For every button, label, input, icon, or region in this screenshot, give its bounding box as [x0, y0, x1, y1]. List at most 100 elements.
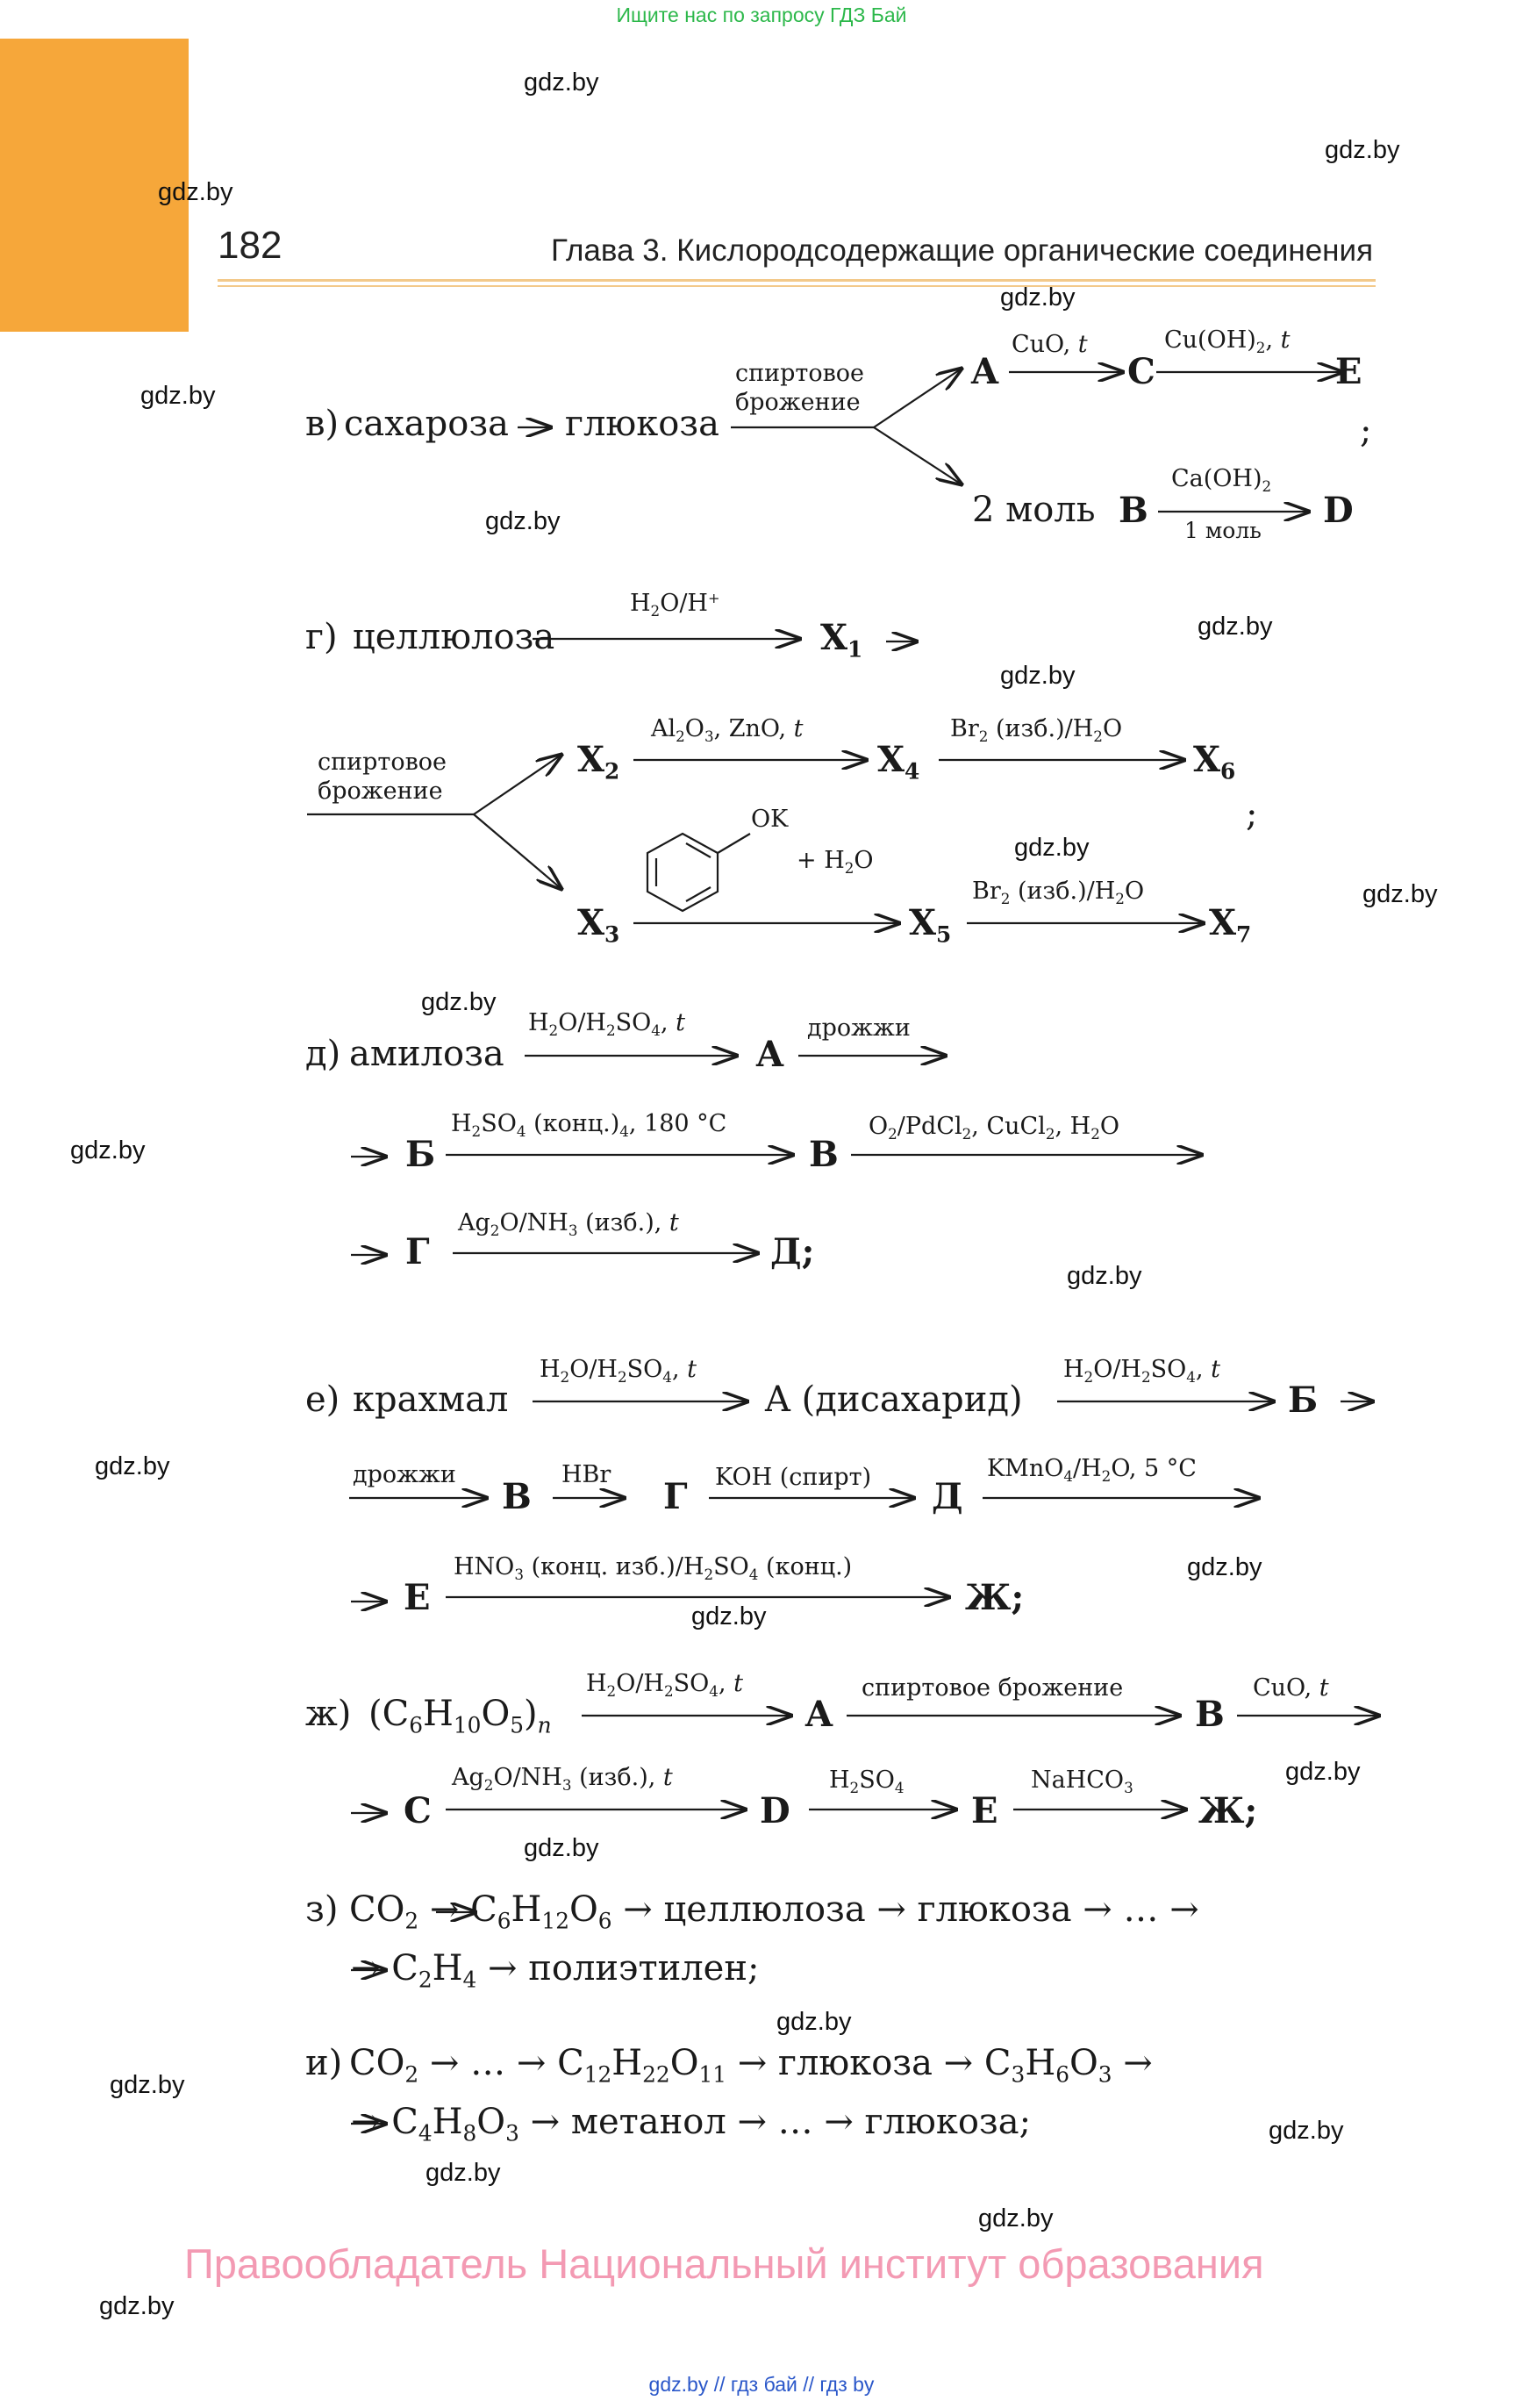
part-d-cond1: H2O/H2SO4, t — [528, 1009, 685, 1039]
part-d-cond4: Ag2O/NH3 (изб.), t — [458, 1209, 679, 1239]
part-zh-start: (C6H10O5)n — [368, 1694, 552, 1738]
part-g-X4: X4 — [877, 739, 920, 785]
part-g-X3: X3 — [577, 902, 620, 948]
part-e-hno3: HNO3 (конц. изб.)/H2SO4 (конц.) — [454, 1553, 853, 1583]
part-i-label: и) — [305, 2043, 343, 2083]
part-i-line1: CO2 → … → C12H22O11 → глюкоза → C3H6O3 → — [349, 2043, 1153, 2088]
part-v-one-mol: 1 моль — [1184, 518, 1262, 543]
watermark: gdz.by — [524, 68, 599, 97]
part-zh-D: D — [760, 1790, 790, 1831]
part-zh-cond1: H2O/H2SO4, t — [586, 1670, 743, 1700]
part-g-ok: OK — [751, 806, 789, 833]
watermark: gdz.by — [1198, 613, 1273, 641]
part-g-br2-top: Br2 (изб.)/H2O — [950, 715, 1123, 745]
part-zh-cuo: CuO, t — [1253, 1674, 1329, 1702]
part-g-h2o: + H2O — [797, 847, 874, 877]
part-g-start: целлюлоза — [353, 617, 555, 657]
watermark: gdz.by — [691, 1602, 767, 1630]
part-zh-h2so4: H2SO4 — [829, 1767, 905, 1796]
part-e-cond2: H2O/H2SO4, t — [1063, 1356, 1220, 1386]
bottom-links[interactable]: gdz.by // гдз бай // гдз by — [648, 2373, 875, 2396]
part-v-caoh2: Ca(OH)2 — [1171, 465, 1272, 495]
watermark: gdz.by — [99, 2292, 175, 2320]
part-d-G: Г — [405, 1231, 430, 1272]
part-zh-cond2: Ag2O/NH3 (изб.), t — [452, 1764, 673, 1794]
watermark: gdz.by — [1014, 834, 1090, 862]
part-g-X2: X2 — [577, 739, 620, 785]
part-d-start: амилоза — [349, 1034, 504, 1074]
watermark: gdz.by — [158, 178, 233, 206]
part-e-yeast: дрожжи — [353, 1461, 456, 1488]
watermark: gdz.by — [776, 2008, 852, 2036]
part-e-hbr: HBr — [561, 1461, 611, 1488]
part-e-start: крахмал — [353, 1380, 509, 1420]
part-v-B: B — [1119, 490, 1148, 531]
part-d-cond2: H2SO4 (конц.)4, 180 °C — [451, 1110, 727, 1140]
part-zh-label: ж) — [305, 1694, 352, 1734]
part-e-label: е) — [305, 1380, 340, 1420]
part-zh-ferm: спиртовое брожение — [862, 1674, 1124, 1702]
part-v-cuoh2: Cu(OH)2, t — [1164, 326, 1291, 356]
part-zh-E: E — [971, 1790, 998, 1831]
part-g-br2-bottom: Br2 (изб.)/H2O — [972, 878, 1145, 907]
watermark: gdz.by — [425, 2159, 501, 2187]
part-e-cond1: H2O/H2SO4, t — [540, 1356, 697, 1386]
watermark: gdz.by — [978, 2204, 1054, 2232]
part-g-X6: X6 — [1193, 739, 1236, 785]
part-g-cond: H2O/H+ — [630, 590, 720, 620]
orange-tab — [0, 39, 189, 332]
part-z-line2: → C2H4 → полиэтилен; — [351, 1948, 760, 1993]
part-g-X1: X1 — [820, 617, 863, 663]
watermark: gdz.by — [95, 1452, 170, 1480]
header-rule-1 — [218, 279, 1376, 282]
watermark: gdz.by — [1000, 662, 1076, 690]
part-v-glucose: глюкоза — [565, 404, 719, 444]
part-zh-A: A — [805, 1694, 833, 1735]
part-d-label: д) — [305, 1034, 341, 1074]
part-g-ferm1: спиртовое — [318, 749, 447, 776]
part-zh-B: B — [1195, 1694, 1225, 1735]
part-v-C: C — [1127, 351, 1155, 392]
part-d-B: Б — [405, 1134, 436, 1175]
header-rule-2 — [218, 285, 1376, 287]
part-e-Zh: Ж; — [965, 1577, 1025, 1618]
part-v-A: A — [971, 351, 999, 392]
watermark: gdz.by — [1325, 136, 1400, 164]
part-i-line2: → C4H8O3 → метанол → … → глюкоза; — [351, 2102, 1032, 2146]
part-g-ferm2: брожение — [318, 778, 443, 805]
part-g-X5: X5 — [909, 902, 952, 948]
part-g-X7: X7 — [1209, 902, 1252, 948]
watermark: gdz.by — [1000, 283, 1076, 312]
part-e-V: В — [502, 1476, 532, 1517]
part-v-cond2: брожение — [735, 389, 861, 416]
part-e-E: E — [404, 1577, 431, 1618]
part-v-start: сахароза — [344, 404, 510, 444]
watermark: gdz.by — [421, 988, 497, 1016]
benzene-ring — [646, 832, 751, 913]
page-number: 182 — [218, 224, 282, 267]
part-d-cond3: O2/PdCl2, CuCl2, H2O — [869, 1113, 1119, 1143]
watermark: gdz.by — [140, 382, 216, 410]
copyright-notice: Правообладатель Национальный институт об… — [184, 2240, 1264, 2287]
part-g-label: г) — [305, 617, 338, 657]
part-d-A: A — [756, 1034, 784, 1075]
part-d-V: В — [809, 1134, 839, 1175]
watermark: gdz.by — [1187, 1553, 1262, 1581]
top-banner[interactable]: Ищите нас по запросу ГДЗ Бай — [616, 4, 907, 26]
part-d-yeast: дрожжи — [807, 1014, 911, 1042]
watermark: gdz.by — [70, 1136, 146, 1165]
watermark: gdz.by — [524, 1834, 599, 1862]
part-v-semicolon: ; — [1360, 411, 1372, 451]
watermark: gdz.by — [110, 2071, 185, 2099]
part-e-koh: KOH (спирт) — [715, 1464, 872, 1491]
watermark: gdz.by — [1285, 1758, 1361, 1786]
watermark: gdz.by — [1067, 1262, 1142, 1290]
watermark: gdz.by — [485, 507, 561, 535]
part-e-kmno4: KMnO4/H2O, 5 °C — [987, 1455, 1197, 1485]
part-z-line1: CO2 → C6H12O6 → целлюлоза → глюкоза → … … — [349, 1889, 1199, 1934]
part-z-label: з) — [305, 1889, 339, 1930]
part-v-E: E — [1335, 351, 1362, 392]
part-v-D: D — [1323, 490, 1354, 531]
part-v-label: в) — [305, 404, 340, 444]
